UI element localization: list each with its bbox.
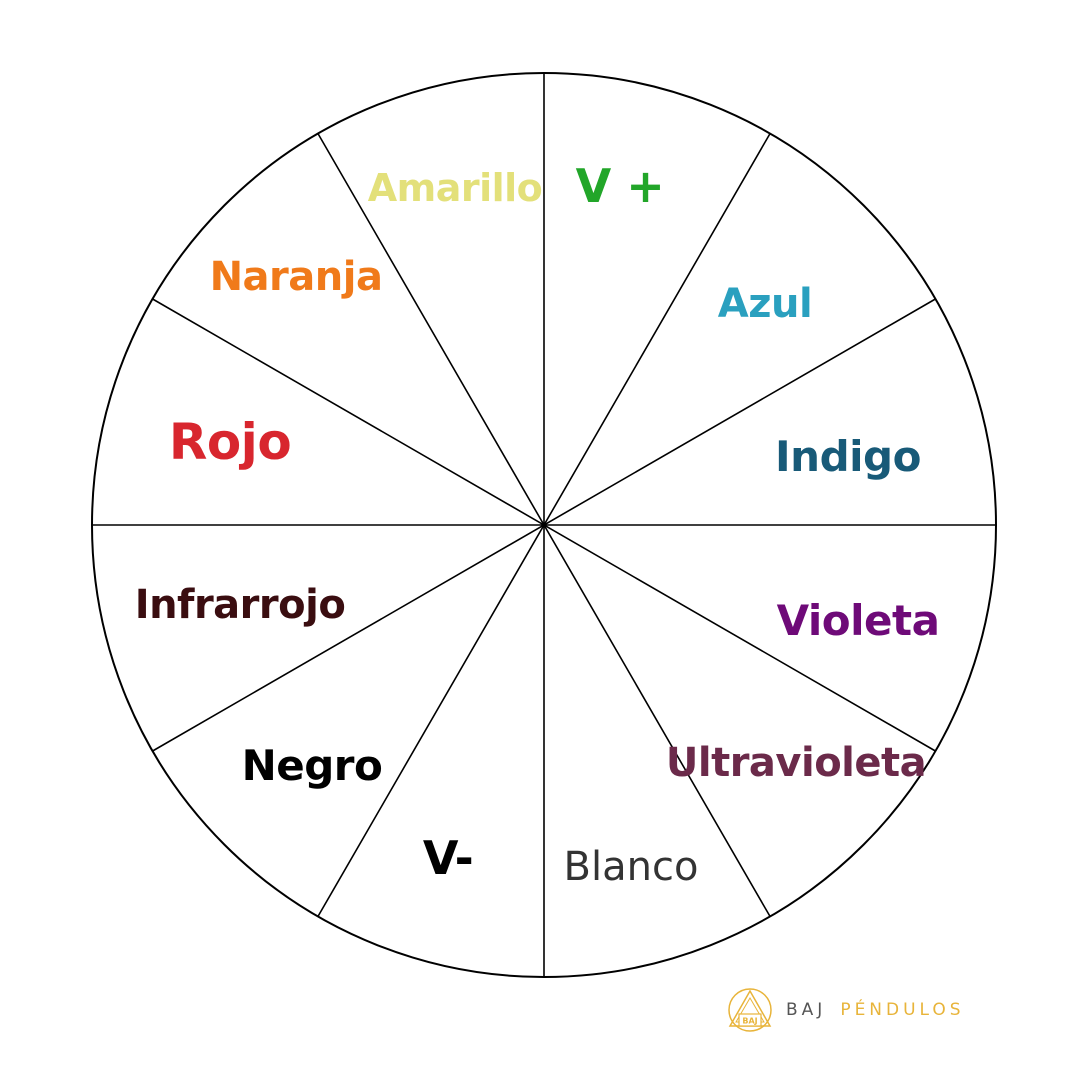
- baj-logo-icon: BAJ: [728, 988, 772, 1032]
- segment-label-azul: Azul: [717, 281, 813, 327]
- segment-label-naranja: Naranja: [209, 254, 383, 300]
- segment-label-negro: Negro: [241, 741, 383, 790]
- segment-label-rojo: Rojo: [168, 413, 292, 471]
- segment-label-v-plus: V +: [575, 159, 665, 213]
- divider-line: [317, 133, 771, 917]
- segment-label-ultravioleta: Ultravioleta: [665, 740, 927, 786]
- brand-name-baj: BAJ: [786, 999, 827, 1020]
- segment-label-v-minus: V-: [422, 831, 474, 885]
- logo-text: BAJ: [742, 1017, 757, 1026]
- segment-label-infrarrojo: Infrarrojo: [134, 582, 346, 628]
- segment-label-indigo: Indigo: [775, 432, 921, 481]
- segment-label-blanco: Blanco: [563, 844, 699, 890]
- segment-label-amarillo: Amarillo: [367, 166, 543, 210]
- brand-name-pendulos: PÉNDULOS: [840, 999, 965, 1020]
- segment-label-violeta: Violeta: [776, 596, 940, 645]
- segment-dividers: [92, 73, 996, 977]
- brand-name: BAJ PÉNDULOS: [786, 999, 965, 1020]
- brand-footer: BAJ BAJ PÉNDULOS: [726, 988, 965, 1032]
